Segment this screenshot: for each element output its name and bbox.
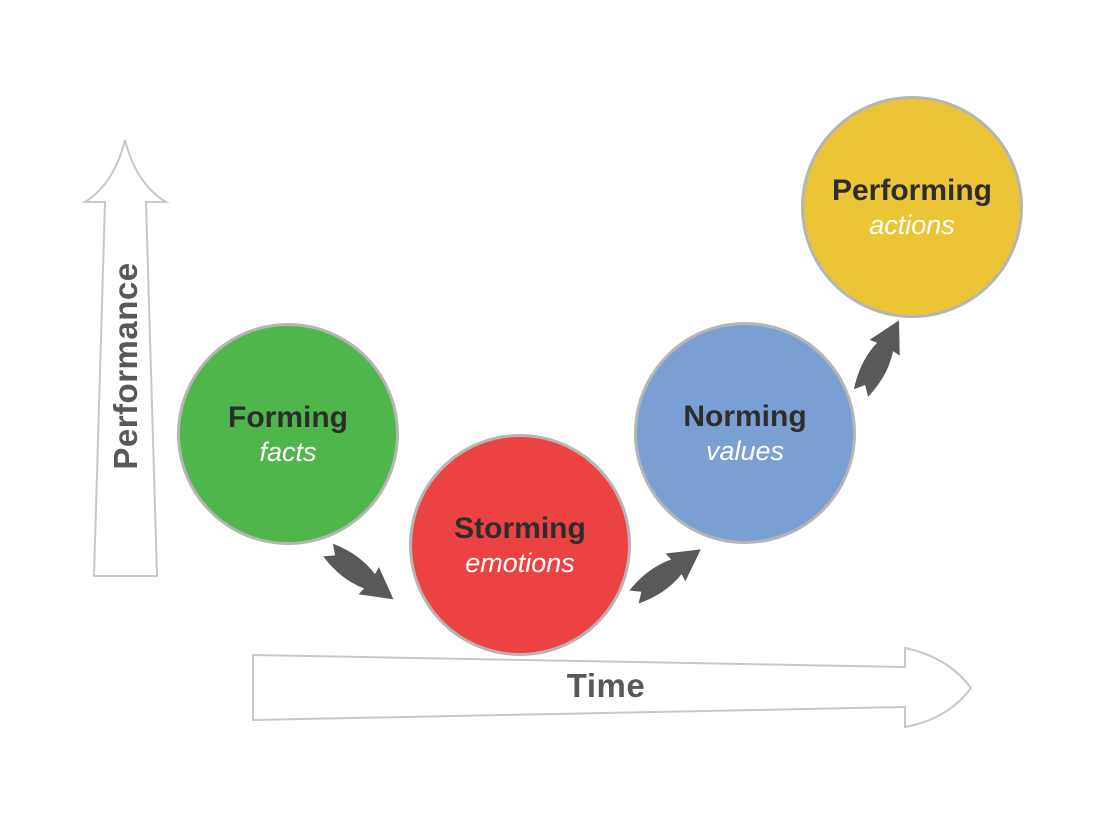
connector-arrow-forming-storming: [323, 543, 394, 600]
connector-arrow-storming-norming: [629, 549, 701, 604]
performance-axis-label: Performance: [107, 262, 144, 470]
stage-circle-forming: Forming facts: [177, 323, 399, 545]
stage-subtitle: facts: [259, 436, 317, 467]
stage-title: Storming: [454, 511, 586, 545]
stage-circle-storming: Storming emotions: [409, 434, 631, 656]
time-axis-arrow: [252, 646, 973, 729]
stage-title: Forming: [228, 400, 348, 434]
connector-arrow-norming-performing: [853, 320, 900, 397]
stage-title: Performing: [831, 173, 993, 207]
stage-subtitle: emotions: [465, 547, 575, 578]
time-axis-label: Time: [566, 667, 646, 704]
stage-title: Norming: [683, 399, 807, 433]
performance-axis-arrow: [81, 139, 170, 577]
stage-circle-performing: Performing actions: [801, 96, 1023, 318]
stage-circle-norming: Norming values: [634, 322, 856, 544]
stage-subtitle: values: [705, 435, 785, 466]
stage-subtitle: actions: [869, 209, 955, 240]
